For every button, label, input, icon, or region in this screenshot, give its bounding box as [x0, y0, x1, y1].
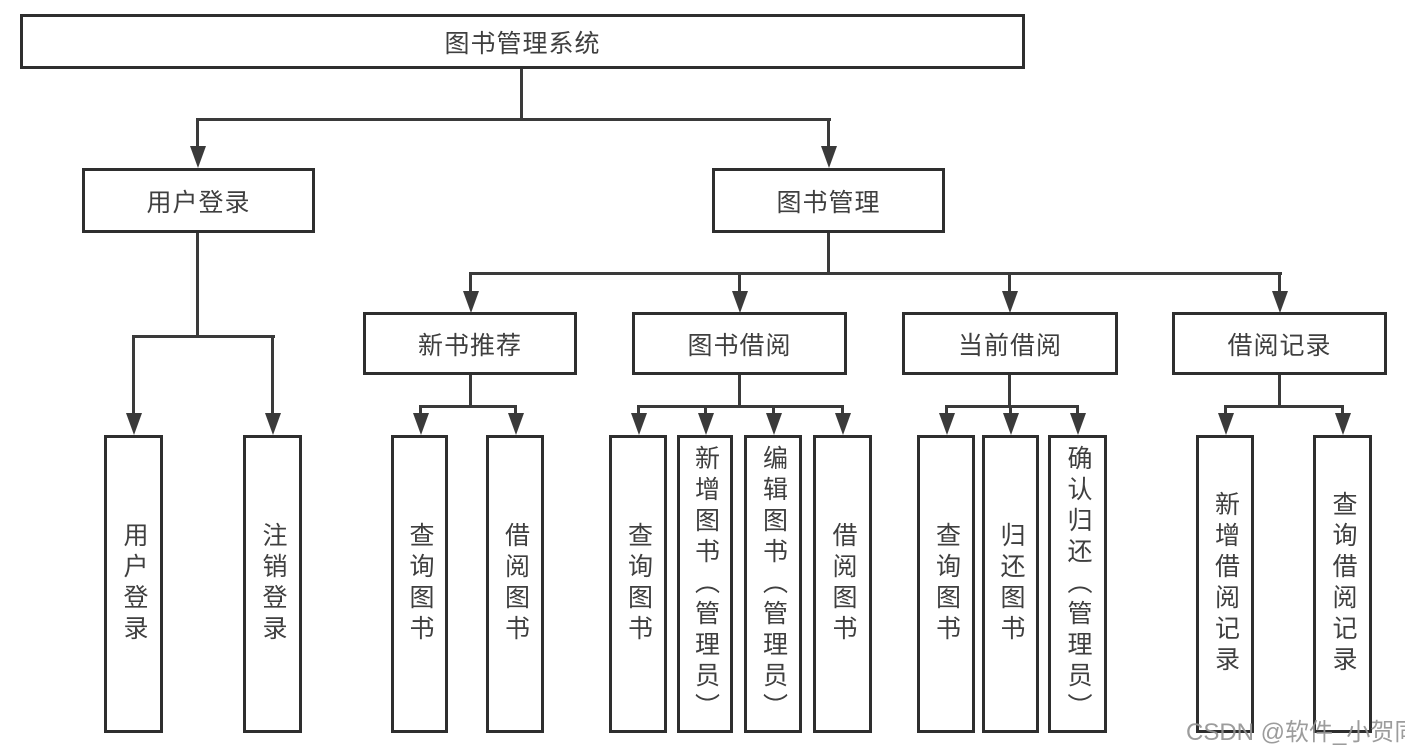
- node-label: 用户登录: [120, 522, 148, 646]
- leaf-add-borrow-record: 新增借阅记录: [1196, 435, 1254, 733]
- connector-records-stem: [1278, 375, 1281, 405]
- csdn-watermark: CSDN @软件_小贺同学: [1186, 719, 1405, 746]
- leaf-edit-books-admin: 编辑图书（管理员）: [744, 435, 802, 733]
- arrowhead-icon: [1335, 413, 1351, 435]
- connector-drop-book-mgmt: [827, 118, 830, 146]
- connector-drop-leaf: [1224, 405, 1227, 415]
- leaf-user-login: 用户登录: [104, 435, 163, 733]
- connector-drop-login-leaf: [132, 335, 135, 413]
- connector-recommend-stem: [469, 375, 472, 405]
- leaf-borrow-books: 借阅图书: [813, 435, 872, 733]
- arrowhead-icon: [835, 413, 851, 435]
- node-label: 注销登录: [259, 522, 287, 646]
- connector-drop-leaf: [704, 405, 707, 415]
- connector-drop-new-books: [469, 272, 472, 292]
- node-label: 图书管理: [776, 188, 881, 217]
- arrowhead-icon: [732, 291, 748, 313]
- connector-drop-leaf: [772, 405, 775, 415]
- leaf-add-books-admin: 新增图书（管理员）: [677, 435, 733, 733]
- node-user-login: 用户登录: [82, 168, 315, 233]
- arrowhead-icon: [698, 413, 714, 435]
- connector-current-stem: [1008, 375, 1011, 405]
- arrowhead-icon: [190, 146, 206, 168]
- connector-drop-leaf: [1076, 405, 1079, 415]
- node-label: 编辑图书（管理员）: [759, 444, 788, 724]
- node-label: 查询图书: [406, 522, 434, 646]
- leaf-borrow-books-recommend: 借阅图书: [486, 435, 544, 733]
- connector-drop-logout-leaf: [271, 335, 274, 413]
- node-label: 查询借阅记录: [1329, 491, 1357, 677]
- connector-root-stem: [520, 69, 523, 118]
- connector-drop-current-borrow: [1008, 272, 1011, 292]
- connector-drop-leaf: [419, 405, 422, 415]
- node-label: 当前借阅: [957, 331, 1062, 360]
- node-label: 借阅图书: [829, 522, 857, 646]
- arrowhead-icon: [413, 413, 429, 435]
- node-label: 查询图书: [932, 522, 961, 646]
- node-label: 新增借阅记录: [1211, 491, 1240, 677]
- node-label: 图书借阅: [687, 331, 792, 360]
- connector-records-crossbar: [1224, 405, 1343, 408]
- connector-book-mgmt-crossbar: [469, 272, 1282, 275]
- node-borrowing-records: 借阅记录: [1172, 312, 1387, 375]
- node-new-book-recommend: 新书推荐: [363, 312, 577, 375]
- node-book-management: 图书管理: [712, 168, 945, 233]
- connector-drop-leaf: [841, 405, 844, 415]
- arrowhead-icon: [1002, 291, 1018, 313]
- connector-user-login-crossbar: [132, 335, 275, 338]
- arrowhead-icon: [126, 413, 142, 435]
- connector-book-mgmt-stem: [827, 233, 830, 272]
- connector-user-login-stem: [196, 233, 199, 335]
- connector-drop-book-borrow: [738, 272, 741, 292]
- arrowhead-icon: [265, 413, 281, 435]
- node-label: 图书管理系统: [444, 29, 601, 58]
- node-label: 新书推荐: [417, 331, 522, 360]
- leaf-return-books: 归还图书: [982, 435, 1039, 733]
- connector-current-crossbar: [945, 405, 1079, 408]
- arrowhead-icon: [631, 413, 647, 435]
- arrowhead-icon: [766, 413, 782, 435]
- arrowhead-icon: [1272, 291, 1288, 313]
- node-label: 确认归还（管理员）: [1064, 444, 1092, 724]
- arrowhead-icon: [939, 413, 955, 435]
- arrowhead-icon: [1003, 413, 1019, 435]
- node-label: 新增图书（管理员）: [691, 444, 720, 724]
- leaf-logout: 注销登录: [243, 435, 302, 733]
- connector-drop-leaf: [637, 405, 640, 415]
- connector-drop-leaf: [514, 405, 517, 415]
- node-label: 借阅记录: [1227, 331, 1332, 360]
- leaf-query-books-recommend: 查询图书: [391, 435, 448, 733]
- leaf-query-books-current: 查询图书: [917, 435, 975, 733]
- arrowhead-icon: [508, 413, 524, 435]
- connector-borrowing-crossbar: [637, 405, 844, 408]
- node-label: 归还图书: [997, 522, 1025, 646]
- connector-drop-borrow-records: [1278, 272, 1281, 292]
- node-label: 查询图书: [624, 522, 653, 646]
- connector-drop-user-login: [196, 118, 199, 146]
- arrowhead-icon: [1070, 413, 1086, 435]
- node-label: 借阅图书: [501, 522, 530, 646]
- connector-drop-leaf: [945, 405, 948, 415]
- arrowhead-icon: [463, 291, 479, 313]
- connector-borrowing-stem: [738, 375, 741, 405]
- node-book-borrowing: 图书借阅: [632, 312, 847, 375]
- leaf-query-books-borrowing: 查询图书: [609, 435, 667, 733]
- node-label: 用户登录: [146, 188, 251, 217]
- connector-root-crossbar: [196, 118, 831, 121]
- connector-drop-leaf: [1009, 405, 1012, 415]
- node-root-system: 图书管理系统: [20, 14, 1025, 69]
- connector-drop-leaf: [1341, 405, 1344, 415]
- connector-recommend-crossbar: [419, 405, 517, 408]
- arrowhead-icon: [821, 146, 837, 168]
- arrowhead-icon: [1218, 413, 1234, 435]
- leaf-query-borrow-record: 查询借阅记录: [1313, 435, 1372, 733]
- leaf-confirm-return-admin: 确认归还（管理员）: [1048, 435, 1107, 733]
- node-current-borrowing: 当前借阅: [902, 312, 1118, 375]
